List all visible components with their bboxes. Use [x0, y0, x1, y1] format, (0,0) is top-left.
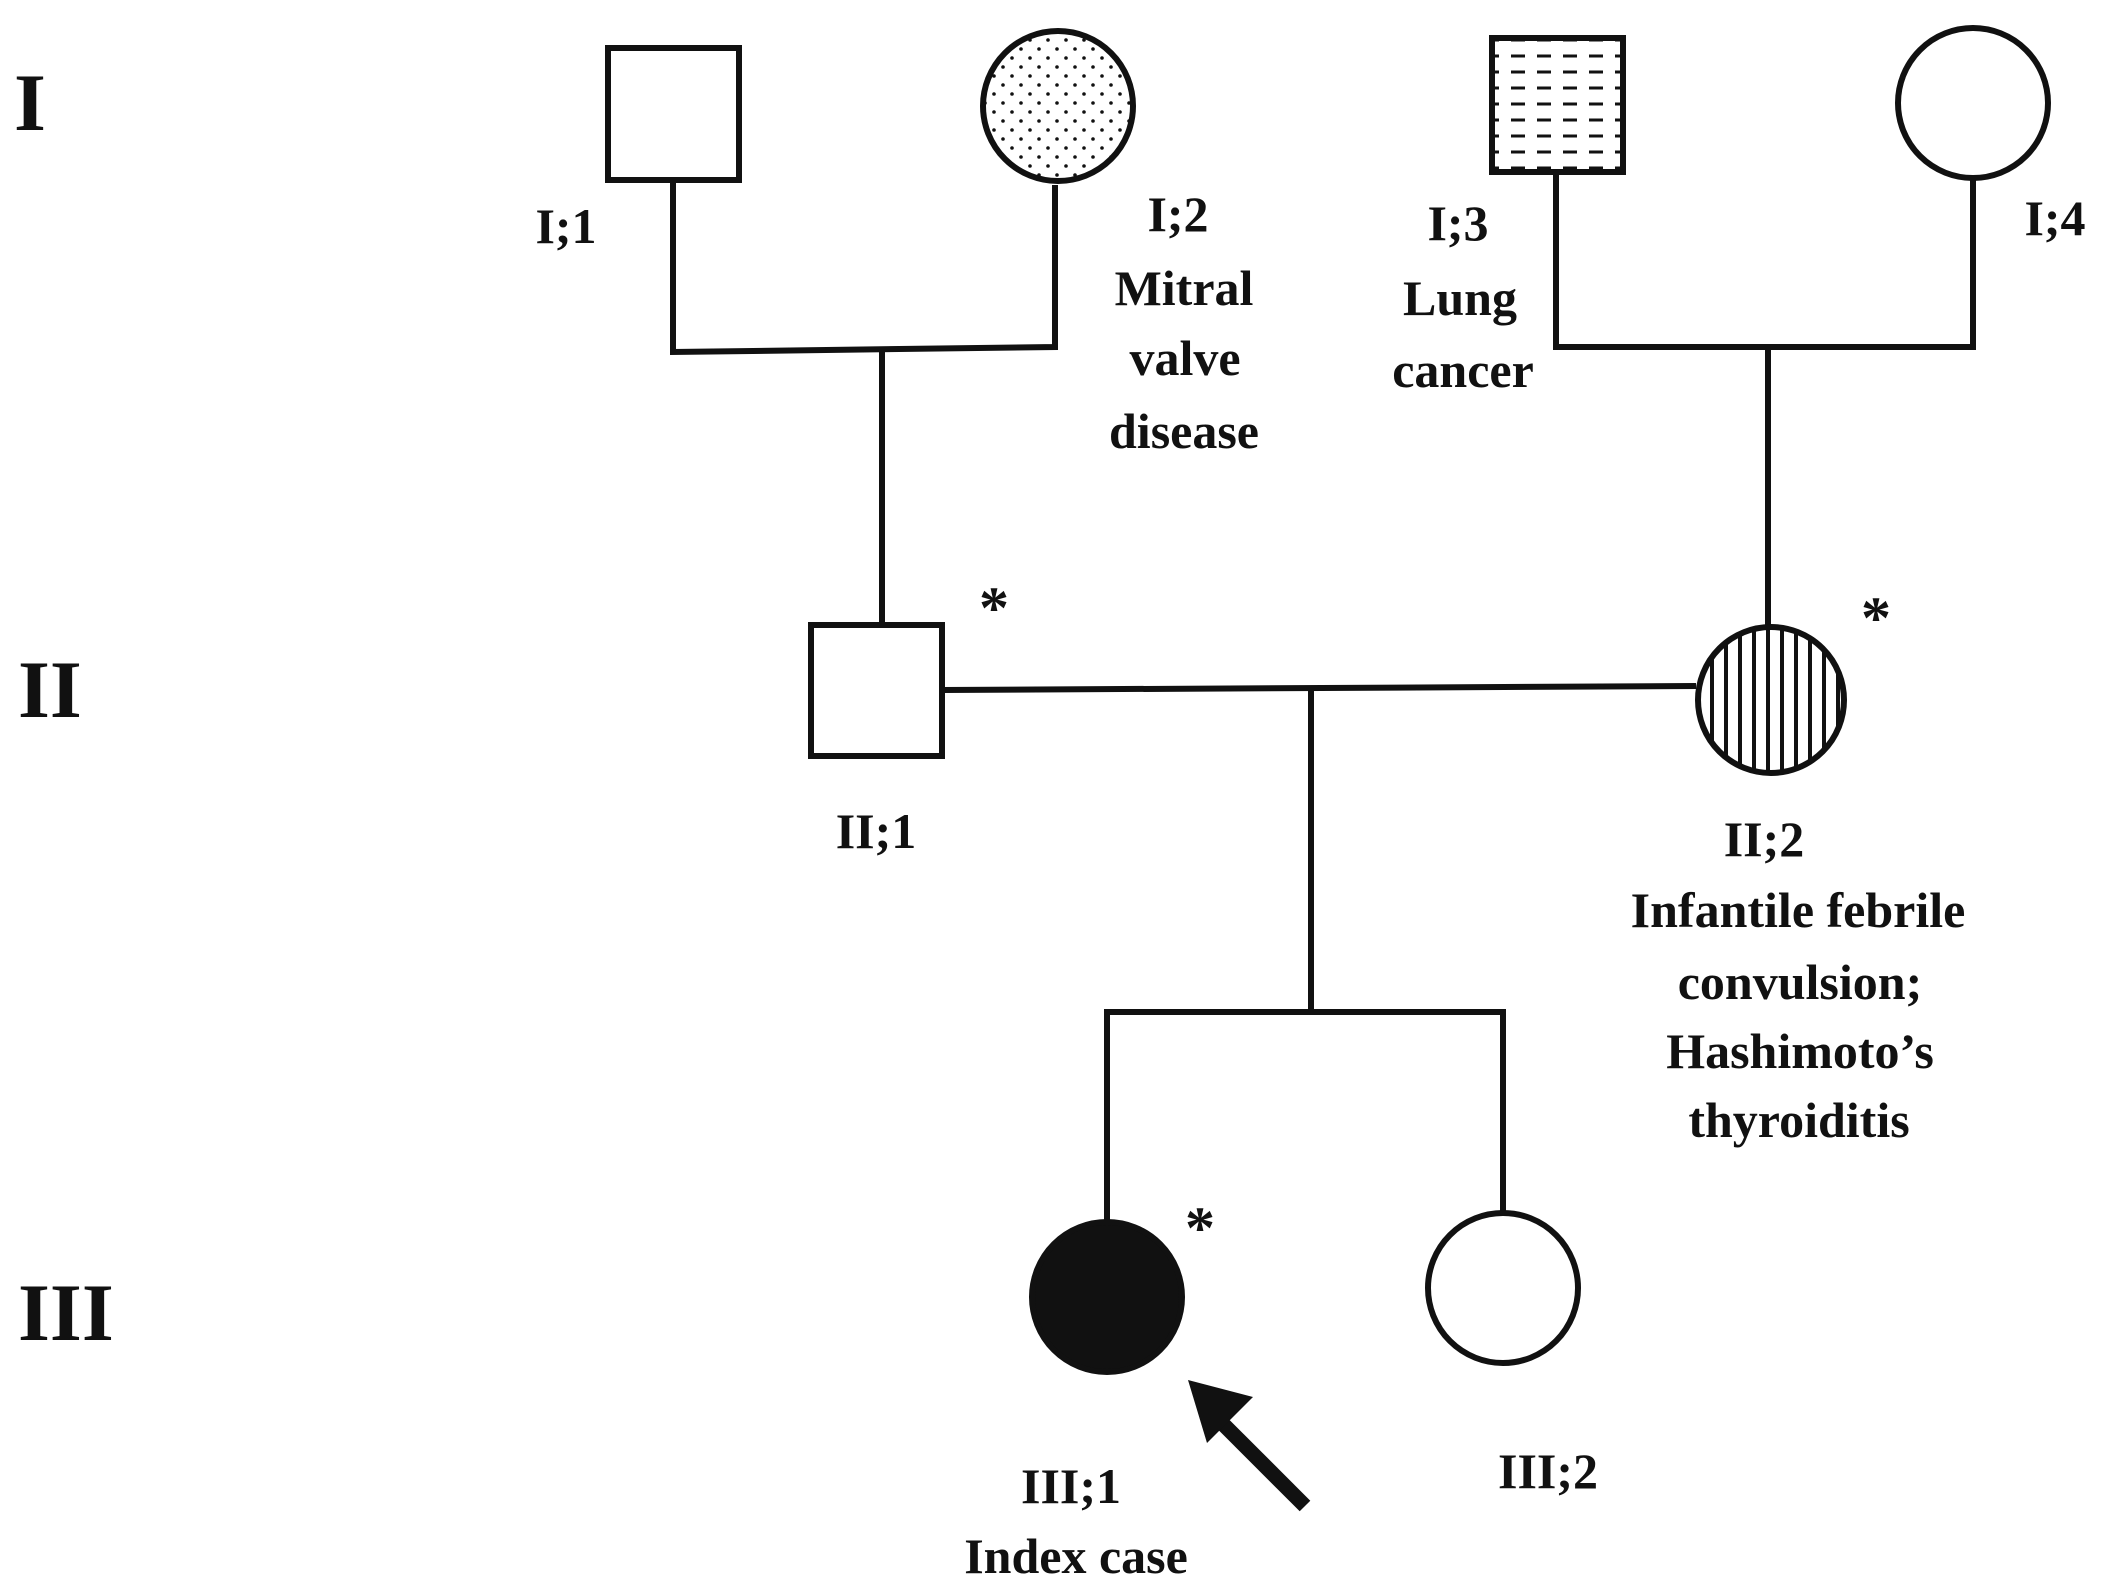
note-i3-line1: Lung [1403, 270, 1517, 326]
tested-marker-ii1: * [979, 575, 1009, 641]
individual-i2-circle-dotted [980, 28, 1136, 184]
generation-label-i: I [14, 57, 46, 148]
individual-i4-circle [1895, 25, 2051, 181]
individual-iii2-circle [1425, 1210, 1581, 1366]
id-label-ii1: II;1 [836, 803, 917, 859]
tested-marker-ii2: * [1861, 585, 1891, 651]
note-i2-line1: Mitral [1115, 260, 1254, 316]
mating-line-i3-i4 [1553, 175, 1976, 350]
id-label-i3: I;3 [1427, 195, 1488, 251]
id-label-i1: I;1 [535, 198, 596, 254]
note-iii1-line1: Index case [964, 1528, 1188, 1584]
note-ii2-line4: thyroiditis [1688, 1092, 1909, 1148]
id-label-iii2: III;2 [1498, 1443, 1598, 1499]
id-label-i4: I;4 [2024, 190, 2085, 246]
mating-line-i1-i2 [670, 180, 1058, 356]
mating-line-ii1-ii2 [942, 683, 1697, 693]
note-i2-line3: disease [1109, 403, 1259, 459]
note-i3-line2: cancer [1392, 342, 1534, 398]
id-label-iii1: III;1 [1021, 1458, 1121, 1514]
individual-i1-square [605, 45, 742, 183]
proband-arrow-head [1188, 1380, 1253, 1443]
individual-iii1-circle-filled [1029, 1219, 1185, 1375]
note-i2-line2: valve [1129, 330, 1240, 386]
id-label-i2: I;2 [1147, 186, 1208, 242]
generation-label-iii: III [18, 1267, 114, 1358]
note-ii2-line3: Hashimoto’s [1666, 1023, 1934, 1079]
sibship-line-iii [1104, 1009, 1506, 1222]
proband-arrow-shaft [1216, 1417, 1311, 1512]
generation-label-ii: II [18, 644, 82, 735]
note-ii2-line2: convulsion; [1678, 954, 1923, 1010]
tested-marker-iii1: * [1185, 1195, 1215, 1261]
individual-i3-square-dashed [1489, 35, 1626, 175]
note-ii2-line1: Infantile febrile [1631, 882, 1966, 938]
id-label-ii2: II;2 [1724, 811, 1805, 867]
individual-ii2-circle-striped [1695, 624, 1847, 776]
individual-ii1-square [808, 622, 945, 759]
